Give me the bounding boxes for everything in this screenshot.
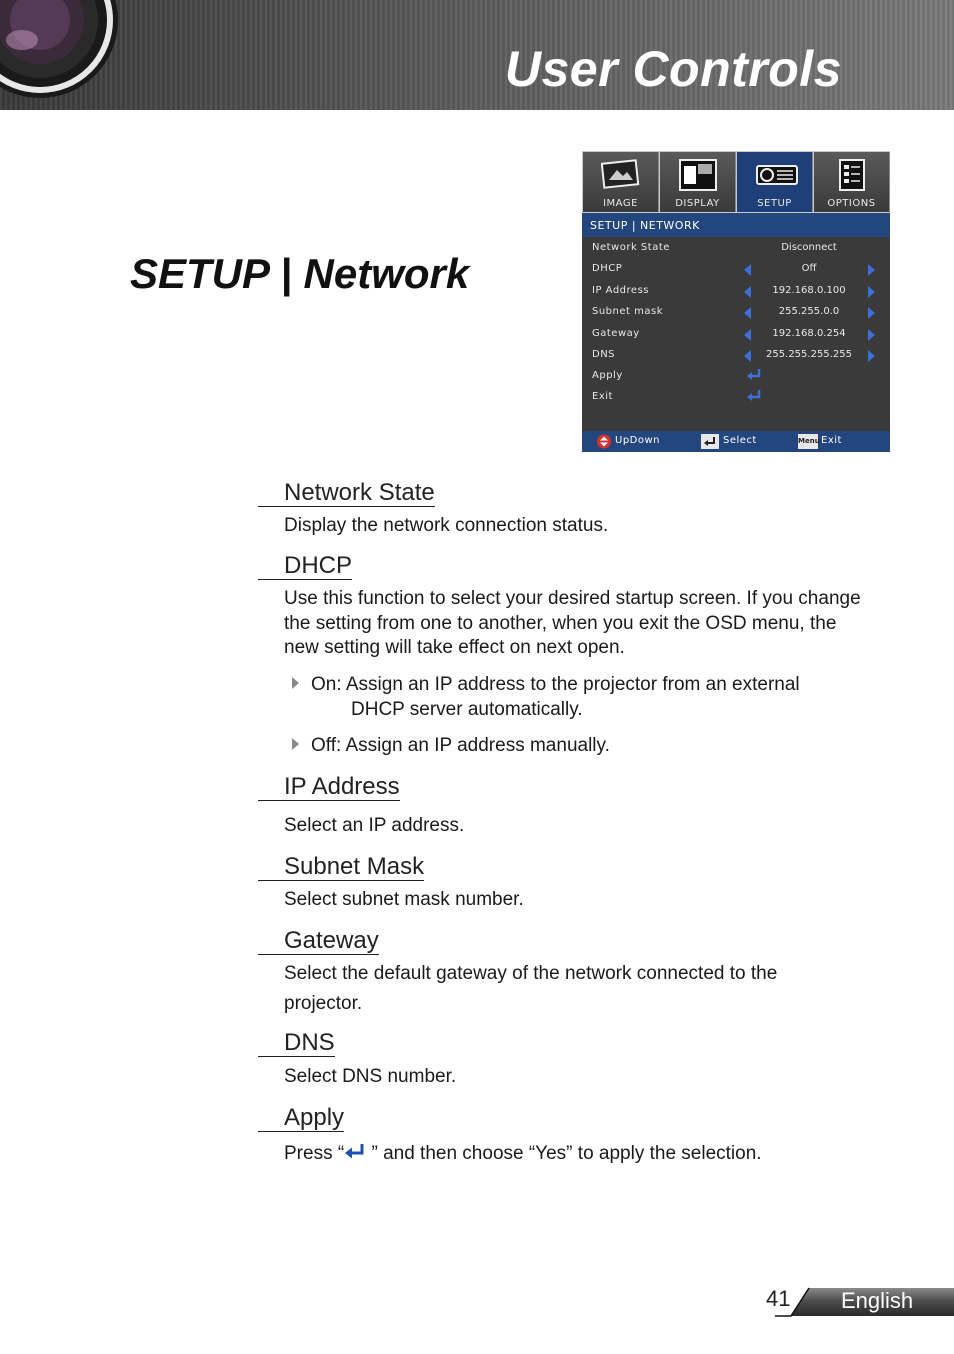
osd-row-label: DNS [592,349,616,360]
bullet-text: On: Assign an IP address to the projecto… [311,674,800,695]
osd-footer-updown: UpDown [615,435,661,446]
heading-text: DHCP [258,552,353,580]
osd-row-label: Subnet mask [592,306,663,317]
heading-apply: Apply [258,1104,345,1132]
left-arrow-icon[interactable] [744,350,751,362]
desc-network-state: Display the network connection status. [284,515,609,536]
osd-row-label: Gateway [592,328,640,339]
osd-row-value: 192.168.0.254 [772,328,846,339]
language-tab [775,1287,954,1317]
projector-icon [756,165,798,185]
osd-row-value: Disconnect [781,242,837,253]
osd-tab-label: DISPLAY [675,198,720,209]
osd-row-value: 255.255.255.255 [766,349,852,360]
desc-dns: Select DNS number. [284,1066,457,1087]
osd-tab-label: OPTIONS [827,198,876,209]
desc-dhcp: Use this function to select your desired… [284,588,861,658]
lens-icon [0,0,118,98]
osd-row-value: Off [801,263,817,274]
osd-row-value: 255.255.0.0 [778,306,840,317]
image-icon [601,159,640,189]
bullet-dhcp-on: On: Assign an IP address to the projecto… [292,672,852,722]
bullet-dhcp-off: Off: Assign an IP address manually. [292,733,852,758]
desc-gateway-line1: Select the default gateway of the networ… [284,963,778,984]
heading-dns: DNS [258,1029,335,1057]
heading-text: Network State [258,479,435,507]
page-title: SETUP | Network [130,250,470,297]
heading-text: Subnet Mask [258,853,425,881]
menu-key-icon: Menu [798,434,820,449]
heading-network-state: Network State [258,479,435,507]
osd-menu: IMAGE DISPLAY SETUP [582,151,890,452]
heading-gateway: Gateway [258,927,379,955]
osd-tab-label: IMAGE [603,198,638,209]
osd-row-label: Network State [592,242,670,253]
osd-row-apply[interactable]: Apply [582,366,890,387]
updown-icon [597,434,611,449]
osd-header: SETUP | NETWORK [582,213,890,237]
osd-row-gateway[interactable]: Gateway 192.168.0.254 [582,324,890,345]
left-arrow-icon[interactable] [744,264,751,276]
osd-tab-setup[interactable]: SETUP [737,152,813,212]
osd-row-label: DHCP [592,263,623,274]
desc-ip-address: Select an IP address. [284,815,465,836]
osd-row-dns[interactable]: DNS 255.255.255.255 [582,345,890,366]
heading-ip-address: IP Address [258,773,400,801]
bullet-arrow-icon [292,738,299,750]
desc-apply-pre: Press “ [284,1143,345,1164]
right-arrow-icon[interactable] [868,286,875,298]
enter-key-icon [701,434,719,449]
left-arrow-icon[interactable] [744,329,751,341]
osd-header-text: SETUP | NETWORK [590,219,700,232]
bullet-text: Off: Assign an IP address manually. [311,735,610,756]
osd-row-value: 192.168.0.100 [772,285,846,296]
osd-footer-select: Select [723,435,757,446]
osd-tab-image[interactable]: IMAGE [583,152,659,212]
osd-tab-display[interactable]: DISPLAY [660,152,736,212]
left-arrow-icon[interactable] [744,307,751,319]
osd-footer-exit: Exit [821,435,842,446]
desc-apply: Press “ ” and then choose “Yes” to apply… [284,1142,874,1167]
bullet-text: DHCP server automatically. [351,699,583,720]
heading-text: IP Address [258,773,400,801]
osd-footer: UpDown Select Menu Exit [582,431,890,452]
osd-row-ip-address[interactable]: IP Address 192.168.0.100 [582,281,890,302]
desc-subnet-mask: Select subnet mask number. [284,889,524,910]
osd-row-dhcp[interactable]: DHCP Off [582,259,890,280]
heading-subnet-mask: Subnet Mask [258,853,425,881]
osd-row-label: Apply [592,370,623,381]
osd-row-label: IP Address [592,285,649,296]
language-label: English [841,1288,914,1313]
header-banner: User Controls [0,0,954,110]
enter-icon[interactable] [746,368,762,382]
right-arrow-icon[interactable] [868,264,875,276]
options-icon [839,159,865,191]
heading-text: Gateway [258,927,379,955]
display-icon [679,159,717,191]
bullet-arrow-icon [292,677,299,689]
header-title: User Controls [504,41,842,97]
left-arrow-icon[interactable] [744,286,751,298]
osd-row-exit[interactable]: Exit [582,387,890,408]
osd-tab-bar: IMAGE DISPLAY SETUP [582,151,890,213]
desc-apply-post: ” and then choose “Yes” to apply the sel… [366,1143,762,1164]
banner-texture [0,0,954,110]
osd-tab-label: SETUP [757,198,792,209]
right-arrow-icon[interactable] [868,329,875,341]
right-arrow-icon[interactable] [868,307,875,319]
osd-tab-options[interactable]: OPTIONS [814,152,890,212]
osd-row-label: Exit [592,391,613,402]
enter-icon[interactable] [746,389,762,403]
heading-text: Apply [258,1104,345,1132]
heading-dhcp: DHCP [258,552,353,580]
page-number: 41 [766,1286,791,1311]
heading-text: DNS [258,1029,335,1057]
osd-row-network-state[interactable]: Network State Disconnect [582,238,890,259]
right-arrow-icon[interactable] [868,350,875,362]
osd-row-subnet-mask[interactable]: Subnet mask 255.255.0.0 [582,302,890,323]
enter-icon [345,1144,364,1159]
desc-gateway-line2: projector. [284,993,363,1014]
